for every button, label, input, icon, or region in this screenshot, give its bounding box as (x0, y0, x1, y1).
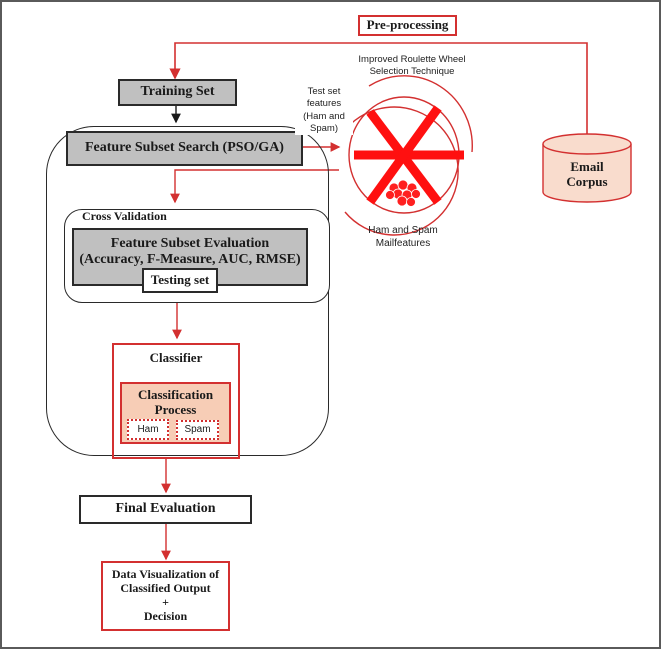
spam-label: Spam (184, 424, 211, 436)
ham-label: Ham (137, 423, 159, 435)
data-visualization-box: Data Visualization of Classified Output … (101, 561, 230, 631)
corpus-to-training-line (169, 42, 588, 140)
preprocessing-label: Pre-processing (366, 17, 449, 33)
roulette-title: Improved Roulette Wheel Selection Techni… (358, 54, 466, 78)
ham-box: Ham (127, 419, 169, 440)
email-corpus-label: Email Corpus (566, 159, 608, 189)
feature-subset-search-label: Feature Subset Search (PSO/GA) (85, 140, 284, 156)
cross-validation-label: Cross Validation (82, 209, 167, 224)
final-evaluation-box: Final Evaluation (79, 495, 252, 524)
test-set-features-label: Test set features (Ham and Spam) (295, 86, 353, 136)
classifier-box: Classifier (112, 343, 240, 459)
feature-subset-search-box: Feature Subset Search (PSO/GA) (66, 131, 303, 166)
final-evaluation-label: Final Evaluation (115, 501, 216, 517)
spam-box: Spam (176, 420, 219, 440)
roulette-wheel-icon (344, 75, 473, 236)
classifier-label: Classifier (149, 350, 203, 365)
testing-set-box: Testing set (142, 268, 218, 293)
training-set-box: Training Set (118, 79, 237, 106)
roulette-caption: Ham and Spam Mailfeatures (368, 225, 438, 249)
training-set-label: Training Set (140, 84, 215, 100)
testing-set-label: Testing set (150, 272, 210, 288)
email-corpus-cylinder-icon (542, 133, 632, 203)
preprocessing-box: Pre-processing (358, 15, 457, 36)
